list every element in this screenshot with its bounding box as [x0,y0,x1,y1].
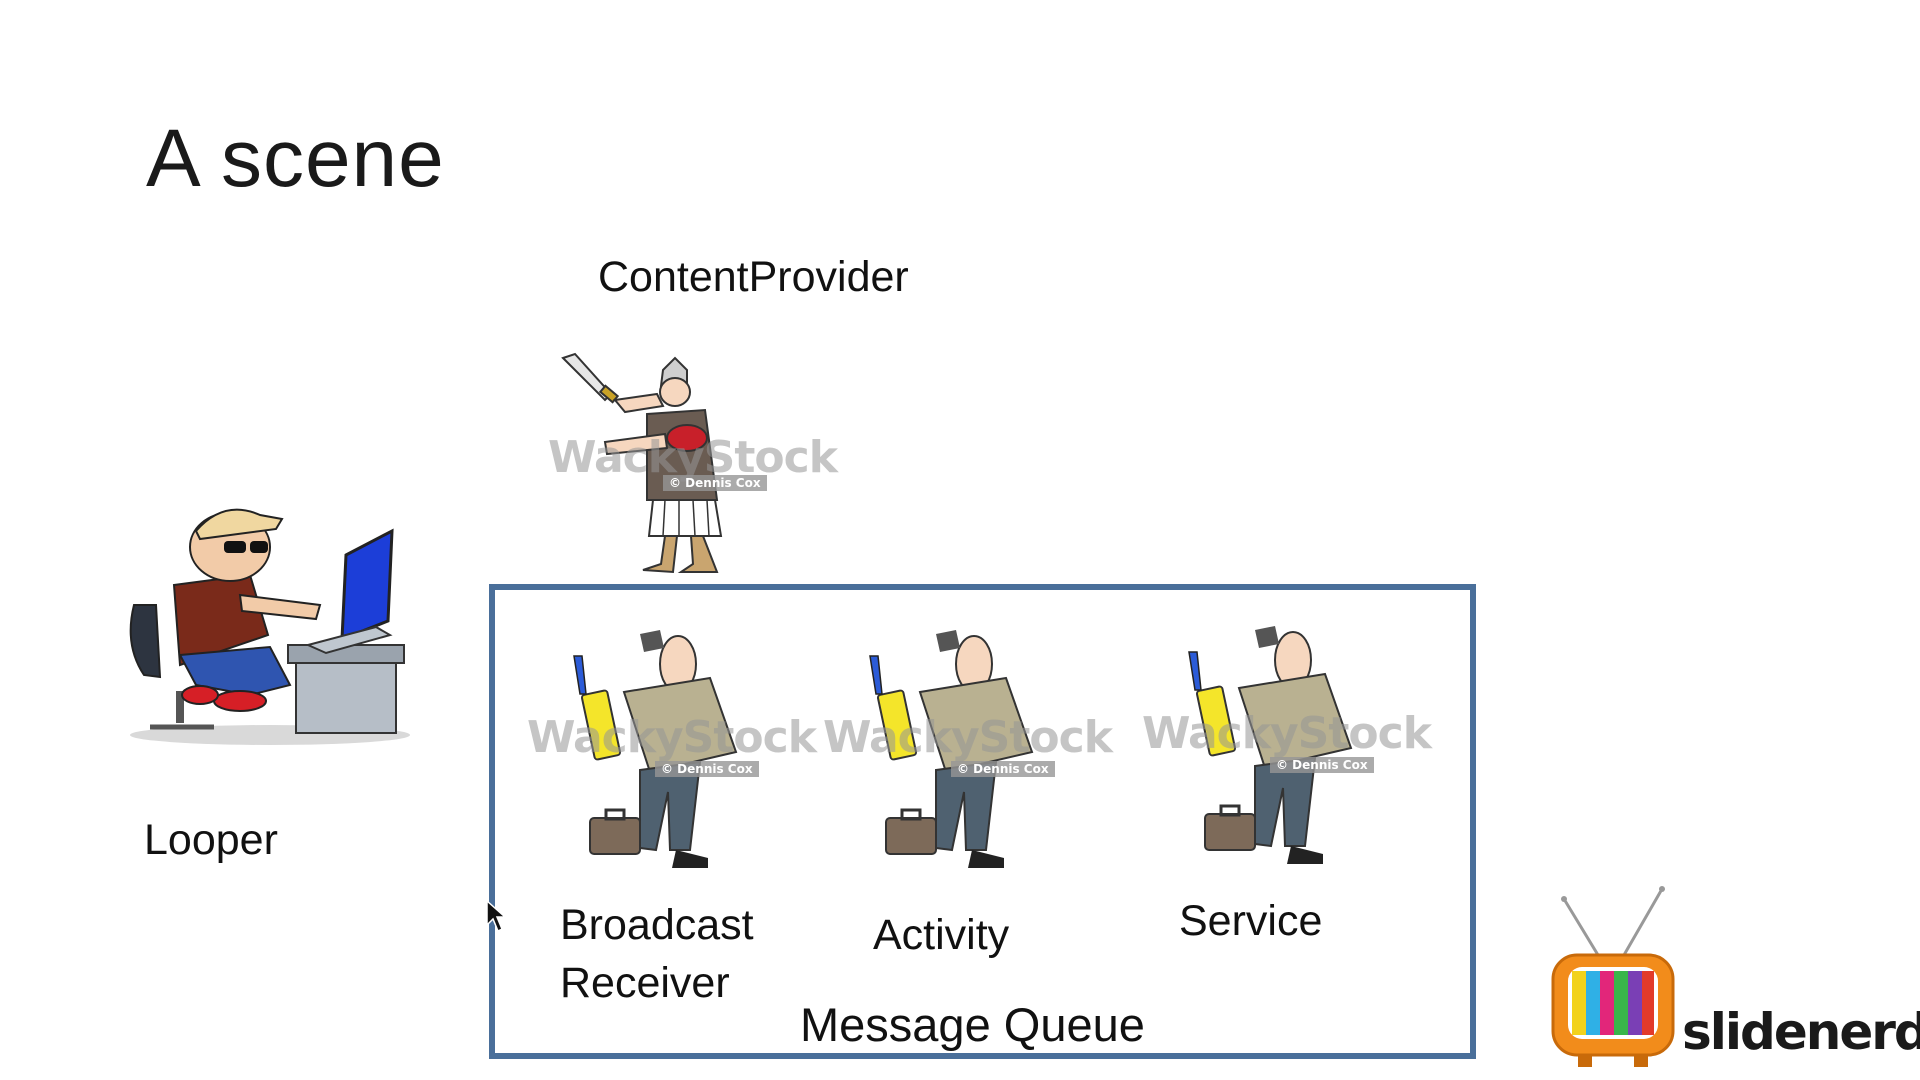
watermark-text: WackyStock [548,432,838,483]
message-queue-label: Message Queue [800,998,1145,1051]
watermark-credit: © Dennis Cox [663,475,767,491]
activity-label: Activity [873,911,1010,959]
watermark-text: WackyStock [527,712,817,763]
slide-title: A scene [146,113,445,204]
activity-figure [869,630,1034,868]
tv-logo-icon [1551,886,1675,1067]
looper-label: Looper [144,816,278,864]
slidenerd-logo-text: slidenerd [1682,1003,1920,1061]
service-label: Service [1179,897,1323,945]
mouse-cursor-icon [486,900,507,933]
content-provider-label: ContentProvider [598,253,909,301]
broadcast-receiver-label-line1: Broadcast [560,901,754,949]
broadcast-receiver-figure [573,630,738,868]
looper-figure [129,508,410,745]
service-figure [1188,626,1353,864]
broadcast-receiver-label-line2: Receiver [560,959,730,1007]
watermark-text: WackyStock [1142,708,1432,759]
watermark-credit: © Dennis Cox [1270,757,1374,773]
watermark-credit: © Dennis Cox [951,761,1055,777]
watermark-text: WackyStock [823,712,1113,763]
watermark-credit: © Dennis Cox [655,761,759,777]
message-queue-box [489,584,1476,1059]
